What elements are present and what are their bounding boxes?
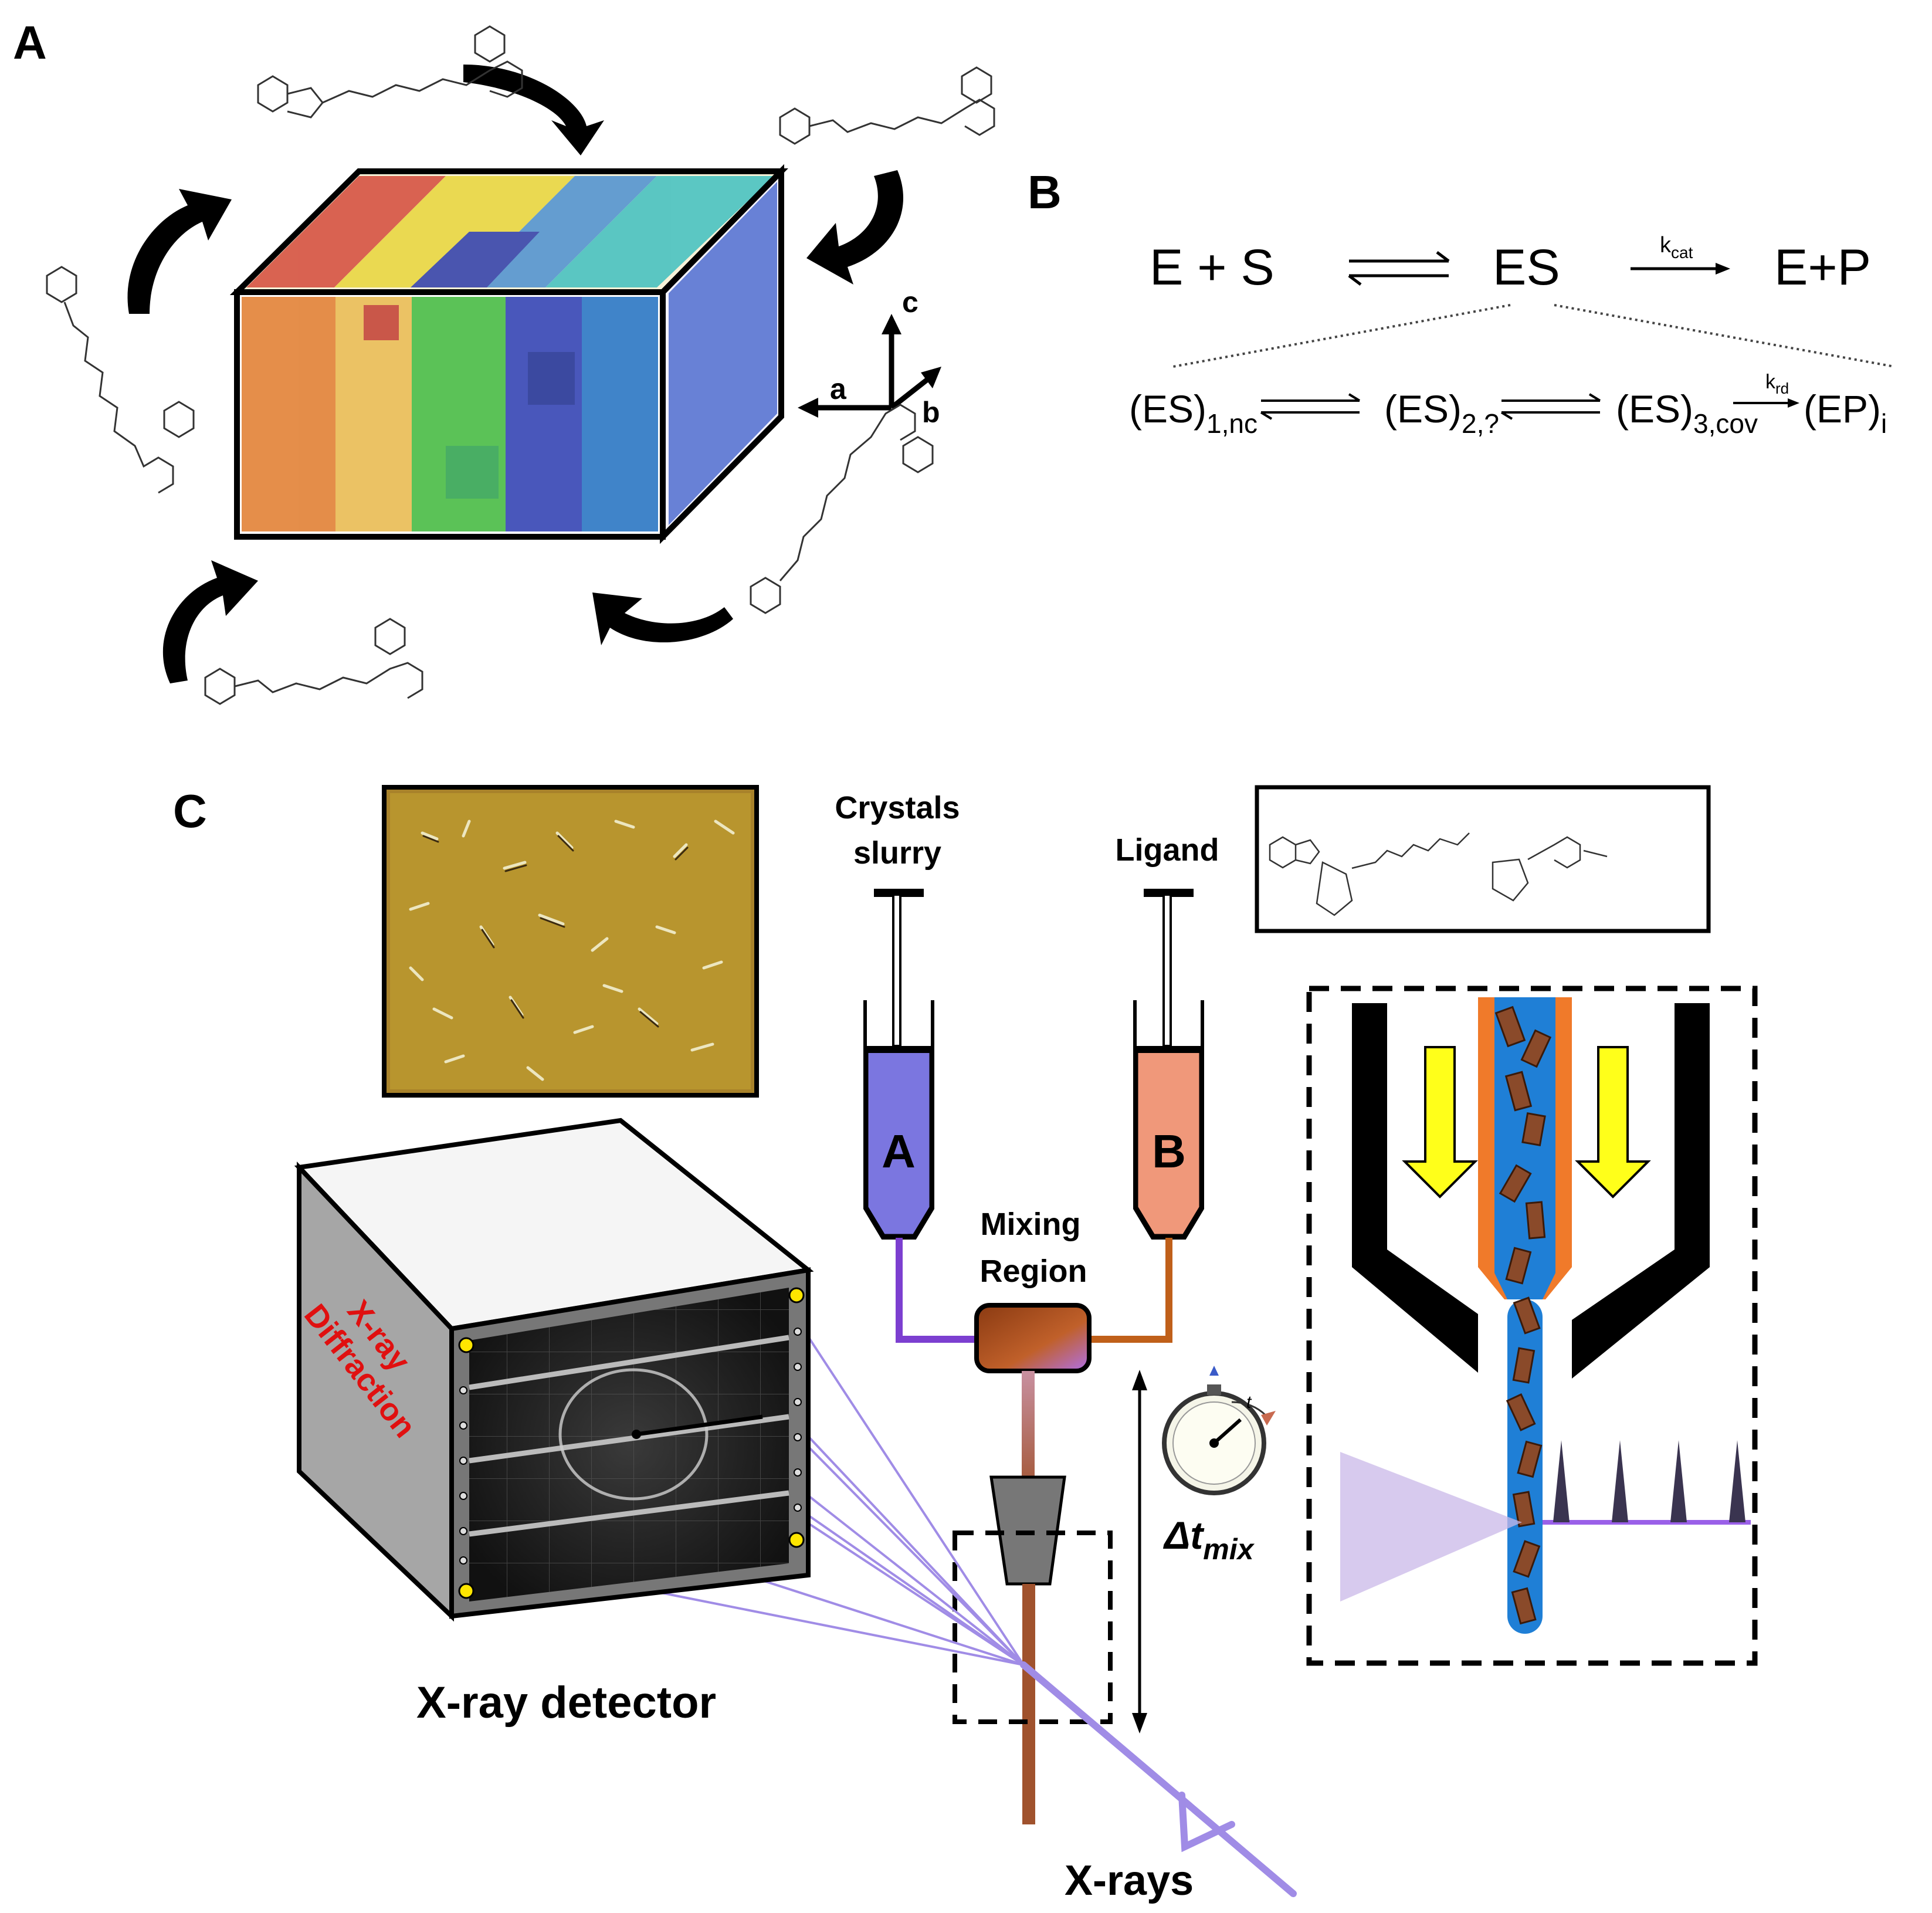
xray-pulse xyxy=(1340,1452,1522,1601)
syringe-a-title-2: slurry xyxy=(853,835,941,871)
panel-a: A xyxy=(13,16,995,705)
axis-a-label: a xyxy=(830,373,847,405)
crystal-micrograph xyxy=(382,785,759,1098)
crystal-front-texture xyxy=(242,297,658,531)
state-es1: (ES)1,nc xyxy=(1129,387,1258,439)
state-es3: (ES)3,cov xyxy=(1616,387,1758,439)
molecule-right xyxy=(750,404,934,614)
stopwatch-icon: t xyxy=(1162,1366,1276,1495)
axis-triad: c a b xyxy=(798,286,941,429)
molecule-left xyxy=(46,266,195,494)
tube-a xyxy=(896,1238,977,1343)
molecule-bottom xyxy=(204,618,423,705)
panel-c: C xyxy=(173,785,1758,1904)
krd-arrow: krd xyxy=(1733,371,1799,408)
crystals-in-jet xyxy=(1494,1005,1552,1625)
panel-a-label: A xyxy=(13,16,47,69)
flow-arrow-left-icon xyxy=(1402,1046,1478,1198)
syringe-b-title: Ligand xyxy=(1116,832,1219,868)
syringe-b-letter: B xyxy=(1152,1125,1186,1177)
nad-structure xyxy=(1269,832,1608,916)
mixing-region: Mixing Region xyxy=(974,1207,1092,1373)
curved-arrow-left-icon xyxy=(127,189,232,314)
curved-arrow-right-icon xyxy=(806,170,904,285)
tube-b xyxy=(1088,1238,1172,1343)
mixing-label-2: Region xyxy=(980,1254,1087,1289)
jet-upper xyxy=(1022,1371,1035,1500)
state-ep: (EP)i xyxy=(1804,387,1887,439)
crystal-top-texture xyxy=(246,176,774,287)
equilibrium-arrow-2 xyxy=(1500,393,1601,420)
molecule-top-right xyxy=(779,66,995,145)
molecule-top xyxy=(257,25,523,118)
panel-b-label: B xyxy=(1028,166,1062,218)
detector-label: X-ray detector xyxy=(416,1678,716,1728)
equilibrium-arrow-1 xyxy=(1260,393,1361,420)
delta-t-arrow xyxy=(1132,1370,1147,1733)
syringe-a: Crystals slurry A xyxy=(835,790,977,1343)
stopwatch-t: t xyxy=(1246,1393,1252,1412)
state-es2: (ES)2,? xyxy=(1384,387,1499,439)
panel-b: B E + S ES kcat E+P (ES)1,nc (ES)2,? (ES… xyxy=(1028,166,1895,439)
syringe-b: Ligand B xyxy=(1088,832,1219,1343)
nozzle-wall-right xyxy=(1572,1003,1710,1379)
equilibrium-arrow-top xyxy=(1348,251,1450,286)
syringe-a-letter: A xyxy=(882,1125,916,1177)
nad-molecules xyxy=(46,25,995,705)
axis-c-label: c xyxy=(902,286,918,319)
expansion-line-right xyxy=(1554,304,1895,368)
syringe-a-title-1: Crystals xyxy=(835,790,960,825)
kcat-arrow: kcat xyxy=(1631,233,1730,275)
panel-c-label: C xyxy=(173,785,207,837)
mixing-label-1: Mixing xyxy=(981,1207,1081,1242)
xrays-label: X-rays xyxy=(1065,1857,1194,1904)
flow-arrow-right-icon xyxy=(1575,1046,1651,1198)
pulse-train-spikes xyxy=(1553,1440,1745,1522)
axis-b-label: b xyxy=(922,396,940,429)
nozzle-wall-left xyxy=(1352,1003,1478,1373)
curved-arrows xyxy=(127,65,904,683)
expansion-line-left xyxy=(1172,304,1511,368)
curved-arrow-bottom-right-icon xyxy=(592,592,733,645)
delta-t-mix: Δtmix xyxy=(1162,1514,1255,1566)
crystal-right-texture xyxy=(669,182,777,525)
nozzle-inset xyxy=(1306,986,1758,1666)
curved-arrow-top-icon xyxy=(463,65,604,155)
jet-lower xyxy=(1022,1584,1035,1824)
reaction-reactants: E + S xyxy=(1150,239,1275,296)
reaction-products: E+P xyxy=(1774,239,1871,296)
curved-arrow-bottom-left-icon xyxy=(162,560,258,683)
ligand-structure-box xyxy=(1255,785,1711,933)
reaction-complex: ES xyxy=(1493,239,1560,296)
krd-k: krd xyxy=(1765,371,1789,397)
zoom-box xyxy=(953,1531,1113,1724)
kcat-k: kcat xyxy=(1660,233,1693,262)
xray-detector: X-ray Diffraction xyxy=(294,1118,814,1622)
